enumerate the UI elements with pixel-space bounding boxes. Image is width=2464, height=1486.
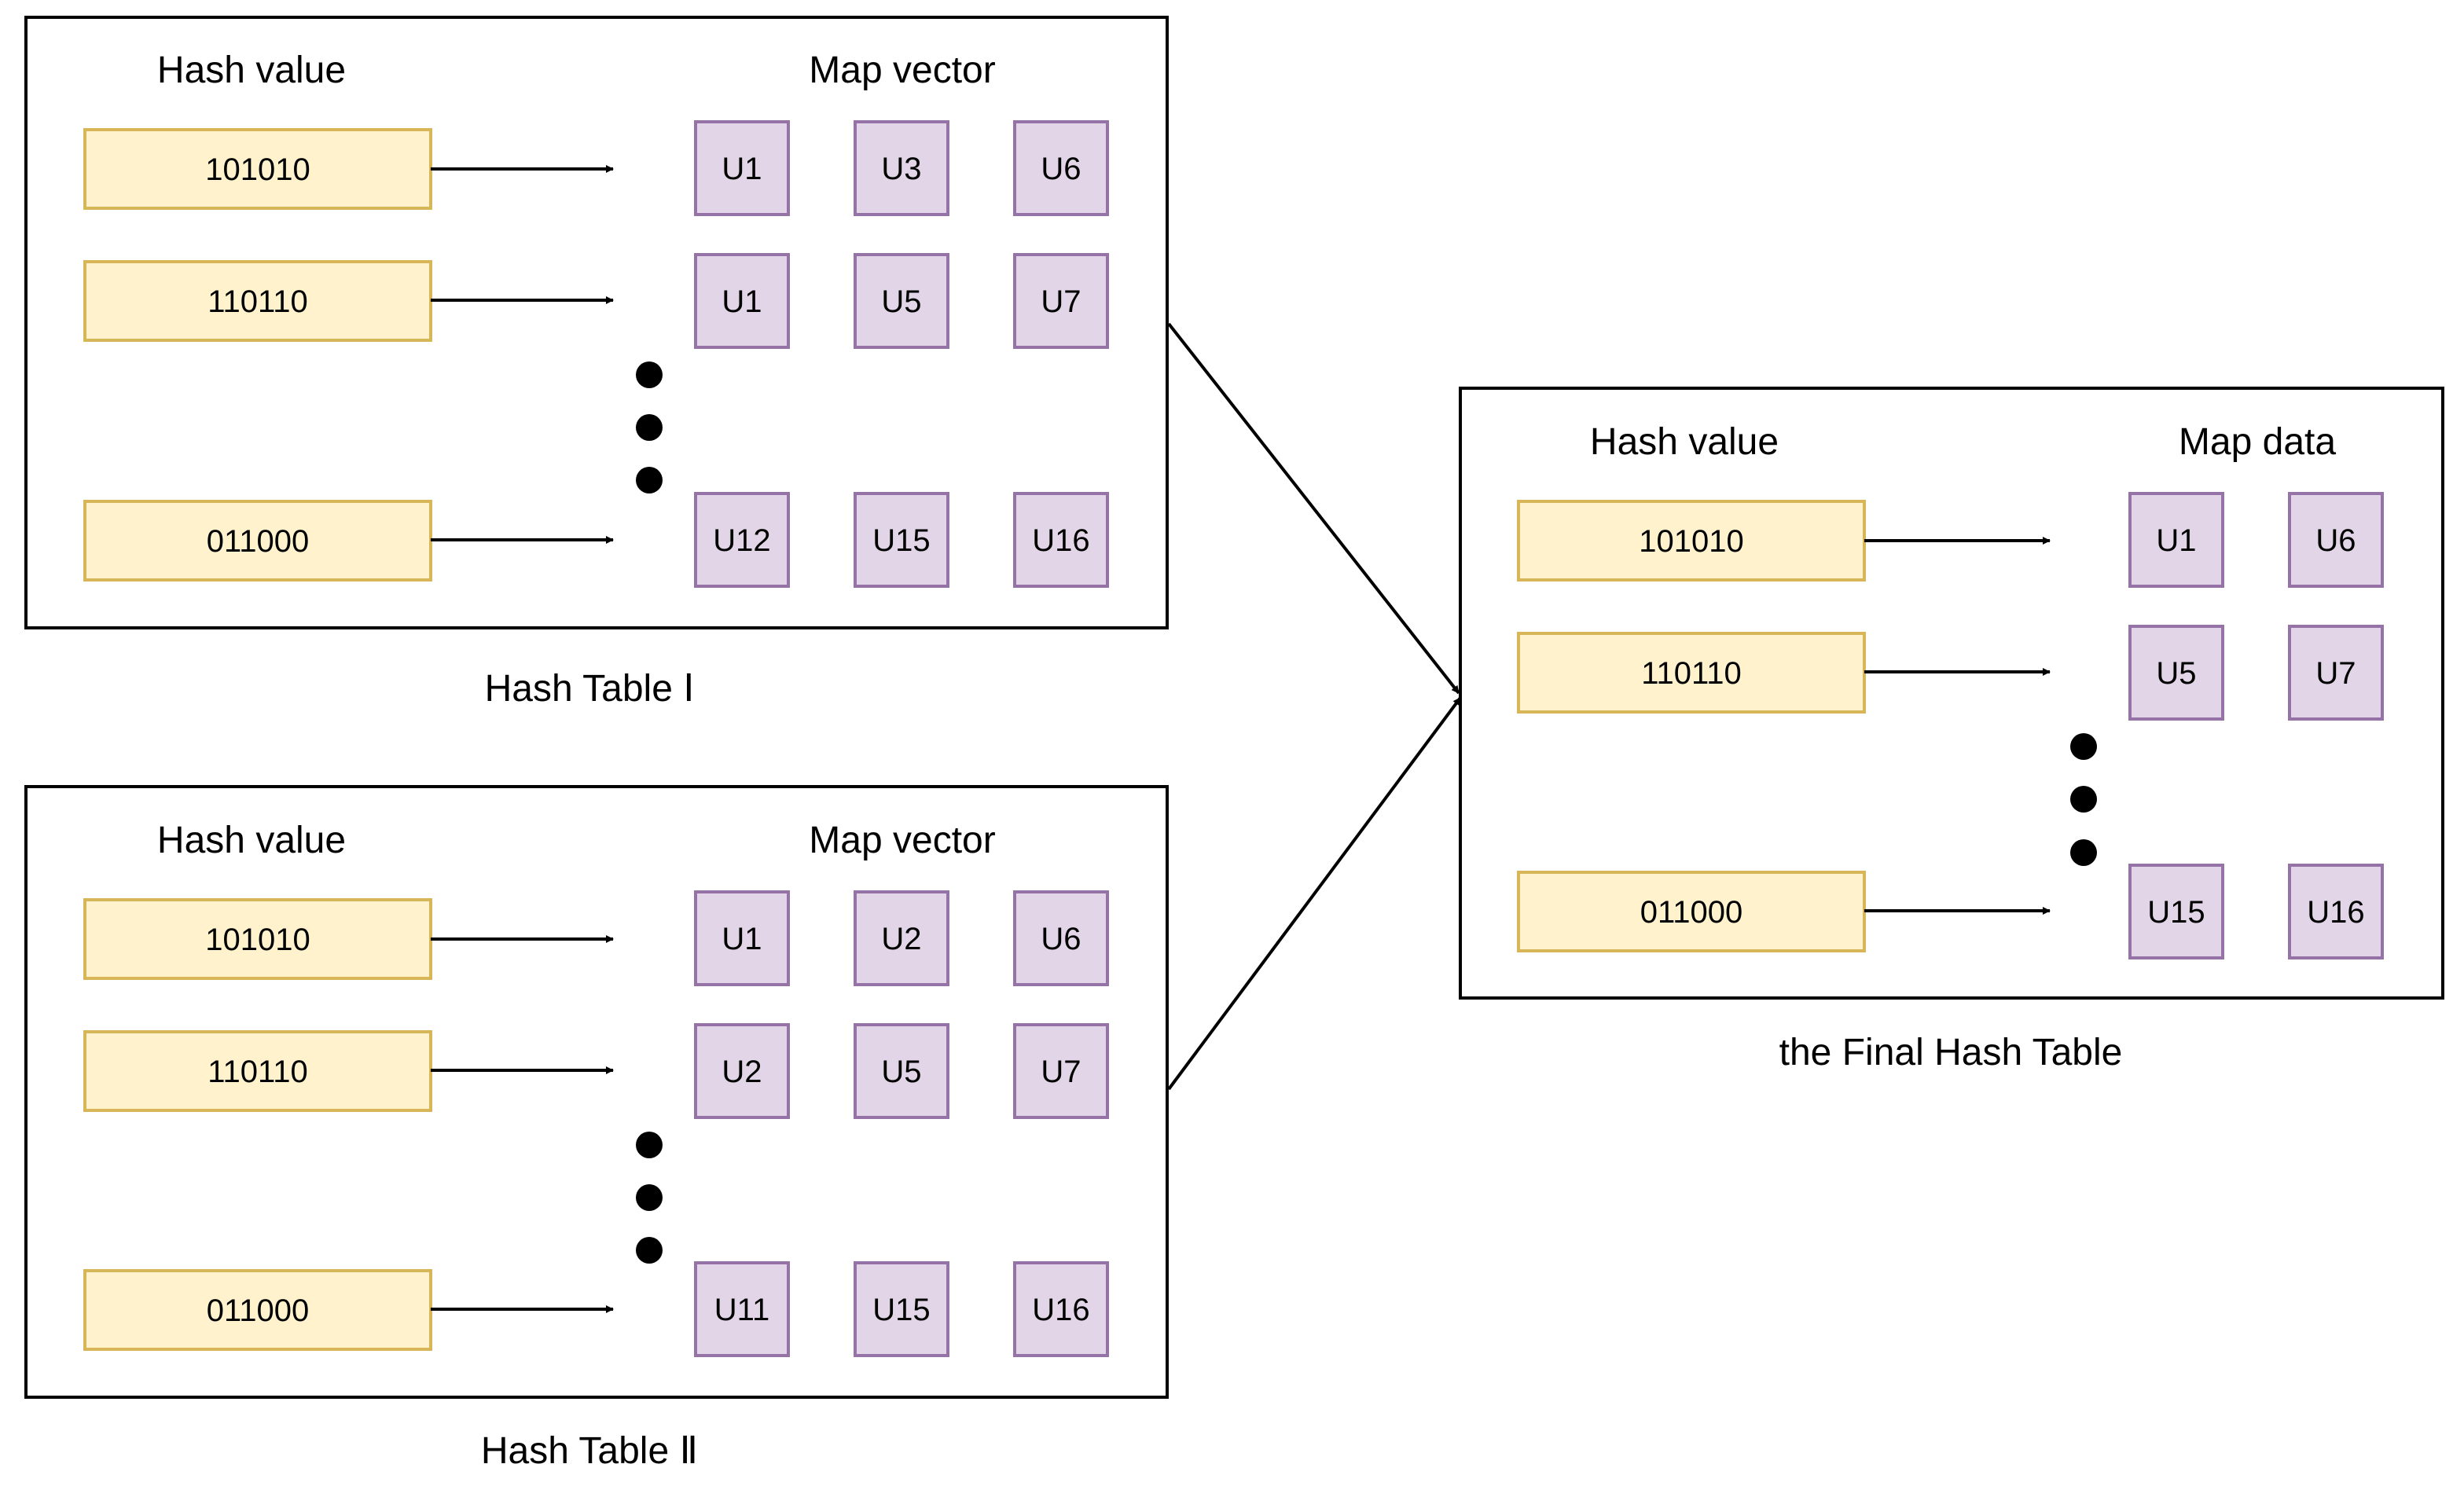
ellipsis-dots bbox=[636, 1132, 663, 1264]
hash-table-2-caption: Hash Table Ⅱ bbox=[481, 1430, 698, 1472]
map-cell-label: U16 bbox=[1032, 1293, 1089, 1327]
merge-arrow-from-table-2 bbox=[1167, 696, 1462, 1091]
hash-table-1-row: 101010 U1 U3 U6 bbox=[83, 120, 1109, 216]
map-cell bbox=[1013, 492, 1109, 588]
map-cell-label: U6 bbox=[2315, 523, 2356, 558]
final-hash-header: Hash value bbox=[1590, 421, 1779, 463]
map-cell bbox=[854, 1261, 949, 1357]
map-cell bbox=[694, 253, 790, 349]
hash-value-box bbox=[83, 128, 432, 210]
map-cell bbox=[2288, 864, 2384, 959]
hash-table-1-map-header: Map vector bbox=[809, 50, 995, 91]
map-cell bbox=[694, 890, 790, 986]
hash-value-box bbox=[1517, 871, 1866, 952]
map-cell bbox=[854, 253, 949, 349]
hash-table-1-row: 011000 U12 U15 U16 bbox=[83, 492, 1109, 588]
map-cell-label: U1 bbox=[722, 922, 762, 956]
final-map-header: Map data bbox=[2179, 421, 2336, 463]
map-cell-label: U6 bbox=[1041, 152, 1081, 186]
map-cell-label: U12 bbox=[713, 523, 770, 558]
map-cell bbox=[1013, 253, 1109, 349]
hash-value-text: 110110 bbox=[207, 1055, 308, 1089]
final-table-row: 011000 U15 U16 bbox=[1517, 864, 2384, 959]
map-cell bbox=[694, 492, 790, 588]
map-cell-label: U16 bbox=[2307, 895, 2364, 930]
hash-value-text: 101010 bbox=[1639, 524, 1743, 559]
hash-value-box bbox=[1517, 500, 1866, 582]
map-cell bbox=[854, 890, 949, 986]
map-cell-label: U1 bbox=[722, 284, 762, 319]
hash-value-box bbox=[1517, 632, 1866, 714]
map-cell bbox=[2288, 492, 2384, 588]
hash-value-text: 101010 bbox=[205, 152, 310, 187]
hash-table-2-row: 110110 U2 U5 U7 bbox=[83, 1023, 1109, 1119]
map-cell-label: U7 bbox=[1041, 284, 1081, 319]
hash-table-1: Hash value Map vector 101010 U1 U3 U6 11… bbox=[24, 16, 1169, 710]
final-table-row: 110110 U5 U7 bbox=[1517, 625, 2384, 721]
map-cell-label: U15 bbox=[2147, 895, 2205, 930]
hash-value-text: 011000 bbox=[1640, 895, 1743, 930]
map-cell-label: U16 bbox=[1032, 523, 1089, 558]
hash-value-box bbox=[83, 500, 432, 582]
map-cell bbox=[694, 1023, 790, 1119]
map-cell bbox=[694, 1261, 790, 1357]
hash-value-text: 011000 bbox=[207, 524, 310, 559]
hash-table-2-hash-header: Hash value bbox=[157, 820, 346, 861]
map-cell-label: U5 bbox=[2156, 656, 2196, 691]
hash-table-2-row: 011000 U11 U15 U16 bbox=[83, 1261, 1109, 1357]
hash-table-2: Hash value Map vector 101010 U1 U2 U6 11… bbox=[24, 785, 1169, 1472]
map-cell-label: U1 bbox=[2156, 523, 2196, 558]
ellipsis-dots bbox=[2070, 733, 2097, 866]
map-cell bbox=[1013, 1023, 1109, 1119]
map-cell bbox=[2128, 492, 2224, 588]
map-cell-label: U1 bbox=[722, 152, 762, 186]
map-cell bbox=[854, 120, 949, 216]
map-cell bbox=[1013, 1261, 1109, 1357]
ellipsis-dots bbox=[636, 361, 663, 493]
map-cell bbox=[854, 1023, 949, 1119]
map-cell bbox=[2128, 864, 2224, 959]
hash-value-text: 110110 bbox=[207, 284, 308, 319]
final-hash-table-caption: the Final Hash Table bbox=[1779, 1032, 2123, 1073]
final-table-row: 101010 U1 U6 bbox=[1517, 492, 2384, 588]
map-cell-label: U2 bbox=[722, 1055, 762, 1089]
hash-value-box bbox=[83, 1030, 432, 1112]
hash-table-1-caption: Hash Table Ⅰ bbox=[485, 668, 695, 710]
map-cell bbox=[1013, 890, 1109, 986]
hash-table-2-row: 101010 U1 U2 U6 bbox=[83, 890, 1109, 986]
map-cell bbox=[2288, 625, 2384, 721]
hash-value-text: 110110 bbox=[1641, 656, 1742, 691]
map-cell-label: U3 bbox=[881, 152, 921, 186]
map-cell-label: U5 bbox=[881, 284, 921, 319]
hash-table-2-map-header: Map vector bbox=[809, 820, 995, 861]
merge-connectors bbox=[1167, 322, 1462, 1091]
map-cell bbox=[694, 120, 790, 216]
map-cell-label: U7 bbox=[2315, 656, 2356, 691]
map-cell-label: U7 bbox=[1041, 1055, 1081, 1089]
map-cell-label: U11 bbox=[714, 1293, 769, 1327]
map-cell-label: U15 bbox=[872, 1293, 930, 1327]
map-cell-label: U6 bbox=[1041, 922, 1081, 956]
map-cell-label: U5 bbox=[881, 1055, 921, 1089]
map-cell bbox=[1013, 120, 1109, 216]
final-hash-table: Hash value Map data 101010 U1 U6 110110 … bbox=[1459, 387, 2444, 1073]
merge-arrow-from-table-1 bbox=[1167, 322, 1460, 695]
hash-table-1-row: 110110 U1 U5 U7 bbox=[83, 253, 1109, 349]
map-cell-label: U15 bbox=[872, 523, 930, 558]
hash-value-box bbox=[83, 260, 432, 342]
map-cell bbox=[2128, 625, 2224, 721]
hash-table-1-hash-header: Hash value bbox=[157, 50, 346, 91]
map-cell bbox=[854, 492, 949, 588]
hash-value-box bbox=[83, 1269, 432, 1351]
map-cell-label: U2 bbox=[881, 922, 921, 956]
hash-value-text: 011000 bbox=[207, 1293, 310, 1328]
hash-value-text: 101010 bbox=[205, 923, 310, 957]
